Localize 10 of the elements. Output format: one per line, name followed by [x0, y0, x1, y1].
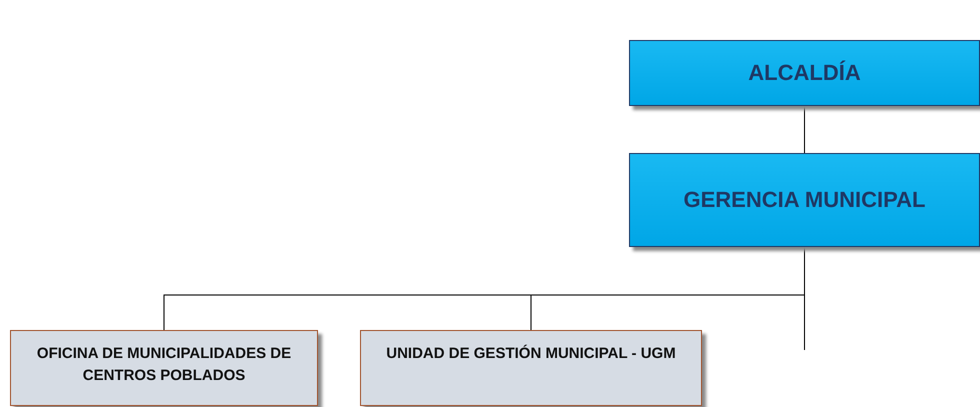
unit-title: UNIDAD DE GESTIÓN MUNICIPAL - UGM: [386, 344, 676, 364]
org-unit-box: [629, 40, 980, 106]
sub-unit-box: [360, 330, 702, 406]
org-unit-box: [629, 153, 980, 247]
sub-unit-box: [10, 330, 318, 406]
connector-line: [804, 106, 805, 154]
unit-title: GERENCIA MUNICIPAL: [684, 187, 926, 213]
unit-title: ALCALDÍA: [748, 60, 861, 86]
unit-title: OFICINA DE MUNICIPALIDADES DE CENTROS POBLADOS: [36, 344, 292, 386]
connector-line: [804, 246, 805, 350]
